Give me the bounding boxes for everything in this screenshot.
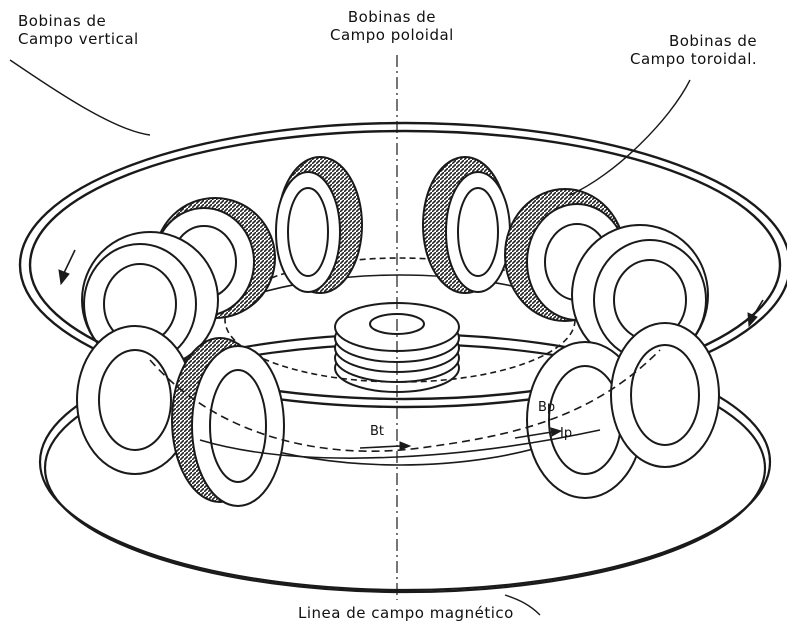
ip-label: Ip xyxy=(560,426,572,441)
toroidal-coil xyxy=(172,338,284,506)
toroidal-coils-label-line1: Bobinas de xyxy=(630,32,757,50)
field-line-label: Linea de campo magnético xyxy=(298,604,514,622)
bt-arrowhead xyxy=(400,442,410,450)
bt-label: Bt xyxy=(370,424,384,439)
toroidal-coil xyxy=(611,323,719,467)
leader-toroidal-coil xyxy=(570,80,690,195)
toroidal-coil xyxy=(423,157,510,293)
leader-vertical-coil xyxy=(10,60,150,135)
toroidal-coil xyxy=(276,157,362,293)
bt-arrow xyxy=(360,446,400,448)
vertical-coils-label: Bobinas de Campo vertical xyxy=(18,12,139,48)
bp-label: Bp xyxy=(538,400,555,415)
poloidal-coils-label-line1: Bobinas de xyxy=(330,8,454,26)
poloidal-coils-label-line2: Campo poloidal xyxy=(330,26,454,44)
vertical-coils-label-line2: Campo vertical xyxy=(18,30,139,48)
toroidal-coils-label: Bobinas de Campo toroidal. xyxy=(630,32,757,68)
vertical-coils-label-line1: Bobinas de xyxy=(18,12,139,30)
toroidal-coils-label-line2: Campo toroidal. xyxy=(630,50,757,68)
poloidal-coils-label: Bobinas de Campo poloidal xyxy=(330,8,454,44)
